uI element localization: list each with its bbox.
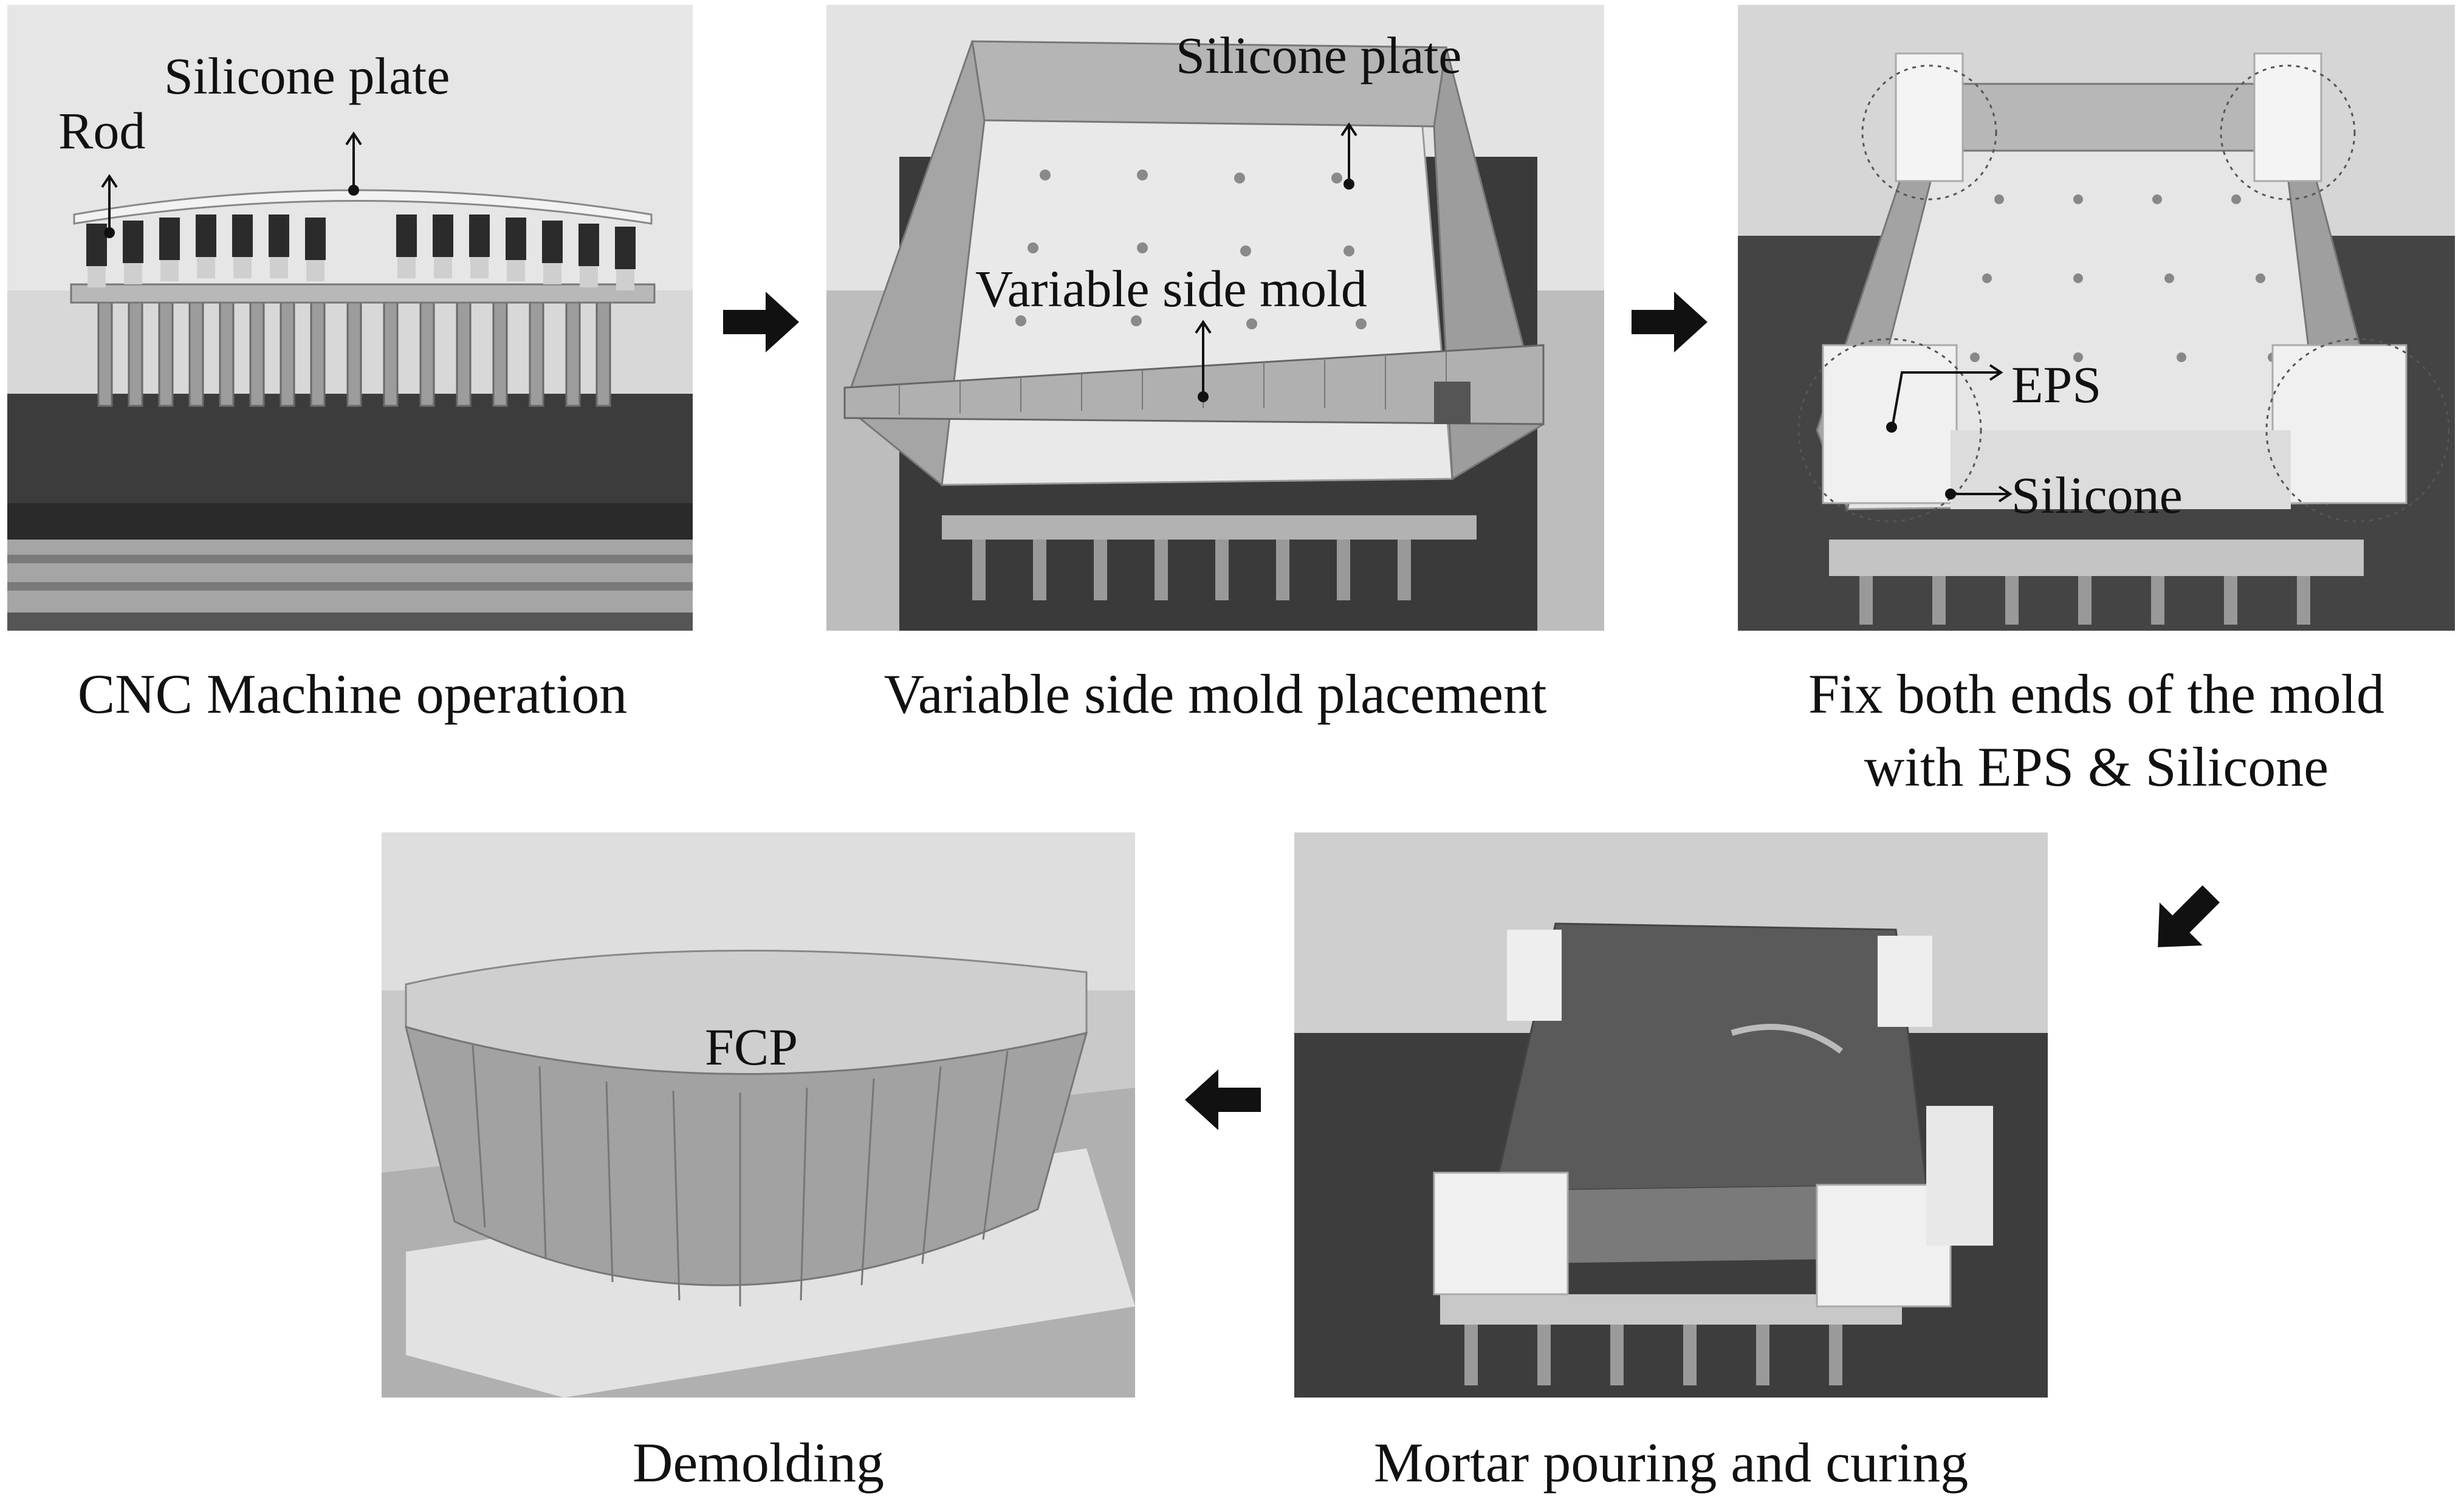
demolding-illustration [382, 832, 1135, 1398]
label-fcp: FCP [705, 1018, 798, 1076]
caption-fix-both-ends-line1: Fix both ends of the mold [1808, 663, 2385, 725]
photo-variable-side-mold [826, 5, 1604, 631]
label-silicone-plate-2: Silicone plate [1176, 26, 1462, 84]
fix-ends-illustration [1738, 5, 2455, 631]
photo-fix-mold-ends [1738, 5, 2455, 631]
label-eps: EPS [2011, 355, 2102, 414]
label-rod: Rod [58, 101, 146, 160]
photo-cnc-machine [7, 5, 693, 631]
caption-variable-side-mold-placement: Variable side mold placement [884, 663, 1547, 725]
flow-arrow-right-2 [1632, 292, 1707, 352]
flow-arrow-down-left [2158, 885, 2220, 947]
photo-demolding [382, 832, 1135, 1398]
label-variable-side-mold: Variable side mold [975, 259, 1367, 318]
caption-mortar-pouring-and-curing: Mortar pouring and curing [1373, 1432, 1969, 1494]
label-silicone-plate-1: Silicone plate [164, 47, 450, 105]
cnc-machine-illustration [7, 5, 693, 631]
mortar-pouring-illustration [1294, 832, 2048, 1398]
flow-arrow-left [1185, 1069, 1261, 1130]
caption-fix-both-ends-line2: with EPS & Silicone [1864, 736, 2329, 798]
caption-cnc-machine-operation: CNC Machine operation [77, 663, 628, 725]
flow-arrow-right-1 [723, 292, 799, 352]
caption-demolding: Demolding [633, 1432, 884, 1494]
label-silicone: Silicone [2011, 466, 2183, 524]
side-mold-illustration [826, 5, 1604, 631]
photo-mortar-pouring [1294, 832, 2048, 1398]
